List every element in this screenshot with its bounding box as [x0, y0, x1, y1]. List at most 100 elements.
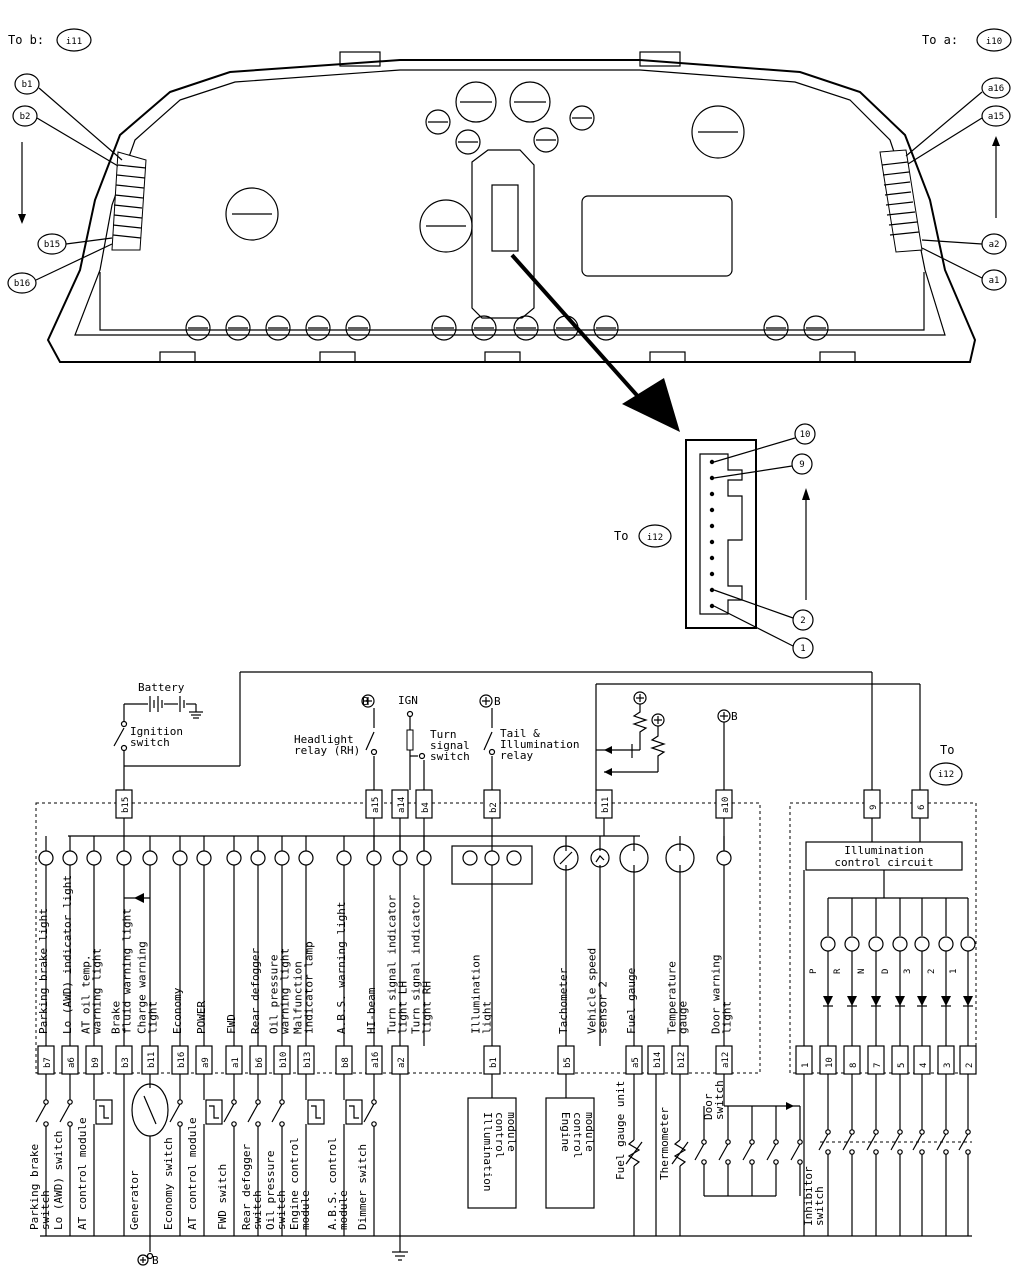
lamp-label-7-0: FWD	[225, 1014, 238, 1034]
callout-b15: b15	[44, 240, 60, 250]
lamp-label-19-0: Temperature	[666, 961, 679, 1034]
pin-callout-2: 2	[800, 616, 805, 626]
lamp-wires	[45, 836, 725, 1046]
switch-label-7-0: Rear defogger	[240, 1144, 253, 1230]
gear-lamp-4	[914, 936, 930, 952]
switch-label-12-0: Fuel gauge unit	[614, 1081, 627, 1180]
battery-label: Battery	[138, 681, 185, 694]
turn-label-1: Turn	[430, 728, 457, 741]
bottom-terminal-4: 4	[919, 1063, 929, 1068]
lamp-brake-fluid	[116, 850, 132, 866]
bottom-terminal-a16: a16	[371, 1052, 381, 1068]
i12-connector-detail: 10 9 2 1 To i12	[614, 423, 816, 659]
zoom-arrow	[510, 253, 680, 432]
pin-callout-1: 1	[800, 644, 805, 654]
tail-label-3: relay	[500, 749, 533, 762]
lamp-malfunction	[298, 850, 314, 866]
lamp-label-9-1: warning light	[279, 948, 292, 1034]
ref-i10-label: i10	[986, 37, 1002, 47]
headlight-label-2: relay (RH)	[294, 744, 360, 757]
bottom-terminal-b11: b11	[147, 1052, 157, 1068]
center-connector-housing	[471, 149, 535, 319]
callout-a16: a16	[988, 84, 1004, 94]
bottom-terminal-1: 1	[801, 1063, 811, 1068]
bottom-terminal-b6: b6	[255, 1057, 265, 1068]
lamp-label-2-0: AT oil temp.	[80, 955, 93, 1034]
bottom-terminal-a2: a2	[397, 1057, 407, 1068]
bottom-terminal-b1: b1	[489, 1057, 499, 1068]
switch-label-7-1: switch	[251, 1190, 264, 1230]
lamp-label-11-0: A.B.S. warning light	[335, 902, 348, 1034]
terminal-a10: a10	[721, 797, 731, 813]
ref-i10-circle	[976, 28, 1012, 52]
icm-label-2: control	[493, 1112, 506, 1158]
bottom-terminal-b7: b7	[43, 1057, 53, 1068]
gear-lamp-0	[820, 936, 836, 952]
cluster-housing	[46, 59, 977, 363]
switch-label-14-0: Door	[702, 1093, 715, 1120]
ref-i11-circle	[56, 28, 92, 52]
bottom-terminal-b16: b16	[177, 1052, 187, 1068]
ref-to-a-label: To a:	[922, 33, 958, 47]
lamp-label-0-0: Parking brake light	[37, 908, 50, 1034]
lamp-label-4-0: Charge warning	[136, 941, 149, 1034]
tail-label-1: Tail &	[500, 727, 540, 740]
lamp-oil-pressure	[274, 850, 290, 866]
switch-label-15-0: Inhibitor	[802, 1166, 815, 1226]
bottom-terminal-b8: b8	[341, 1057, 351, 1068]
callout-a1: a1	[989, 276, 1000, 286]
switch-label-8-1: switch	[275, 1190, 288, 1230]
battery-symbol	[123, 696, 203, 722]
lamp-label-14-0: Turn signal indicator	[410, 895, 423, 1034]
lamp-label-19-1: gauge	[677, 1001, 690, 1034]
lamp-parking-brake	[38, 850, 54, 866]
terminal-b2: b2	[489, 802, 499, 813]
bottom-terminal-a12: a12	[721, 1052, 731, 1068]
lamp-label-20-1: light	[721, 1001, 734, 1034]
vss-symbol	[590, 848, 610, 868]
ecm-label-2: control	[571, 1112, 584, 1158]
to-i12-label: To	[614, 529, 628, 543]
lamp-label-12-0: HI-beam	[365, 987, 378, 1034]
terminal-6: 6	[917, 805, 927, 810]
terminal-9: 9	[869, 805, 879, 810]
pin-callout-10: 10	[800, 430, 811, 440]
i12-pin-dots	[709, 459, 715, 609]
turn-label-3: switch	[430, 750, 470, 763]
lamp-label-13-0: Turn signal indicator	[386, 895, 399, 1034]
icc-label-2: control circuit	[834, 856, 933, 869]
bottom-terminal-3: 3	[943, 1063, 953, 1068]
icm-label-3: module	[505, 1112, 518, 1152]
switch-label-4-0: Economy switch	[162, 1137, 175, 1230]
callout-b16: b16	[14, 279, 30, 289]
illumination-control-circuit	[805, 841, 963, 871]
gear-label-2: N	[857, 969, 867, 974]
bottom-terminal-a1: a1	[231, 1057, 241, 1068]
top-terminal-row: b15 a15 a14 b4 b2 b11 a10 9 6	[115, 789, 929, 819]
callout-b1: b1	[22, 80, 33, 90]
switch-label-15-1: switch	[813, 1186, 826, 1226]
terminal-a14: a14	[397, 797, 407, 813]
bottom-terminal-7: 7	[873, 1063, 883, 1068]
icc-label-1: Illumination	[844, 844, 923, 857]
illumination-control-module	[467, 1097, 517, 1209]
callout-b2: b2	[20, 112, 31, 122]
lamp-at-oil-temp	[86, 850, 102, 866]
ref-to-b-label: To b:	[8, 33, 44, 47]
callout-a2: a2	[989, 240, 1000, 250]
lamp-label-15-0: Illumination	[470, 955, 483, 1034]
right-connector-a	[879, 149, 923, 253]
lamp-charge	[142, 850, 158, 866]
ignition-label-2: switch	[130, 736, 170, 749]
switch-label-14-1: switch	[713, 1080, 726, 1120]
lamp-label-9-0: Oil pressure	[268, 955, 281, 1034]
bottom-terminal-2: 2	[965, 1063, 975, 1068]
terminal-b11: b11	[601, 797, 611, 813]
gear-lamp-5	[938, 936, 954, 952]
schematic: Battery Ignition switch B	[28, 671, 977, 1267]
switch-label-13-0: Thermometer	[658, 1107, 671, 1180]
bottom-terminal-b14: b14	[653, 1052, 663, 1068]
